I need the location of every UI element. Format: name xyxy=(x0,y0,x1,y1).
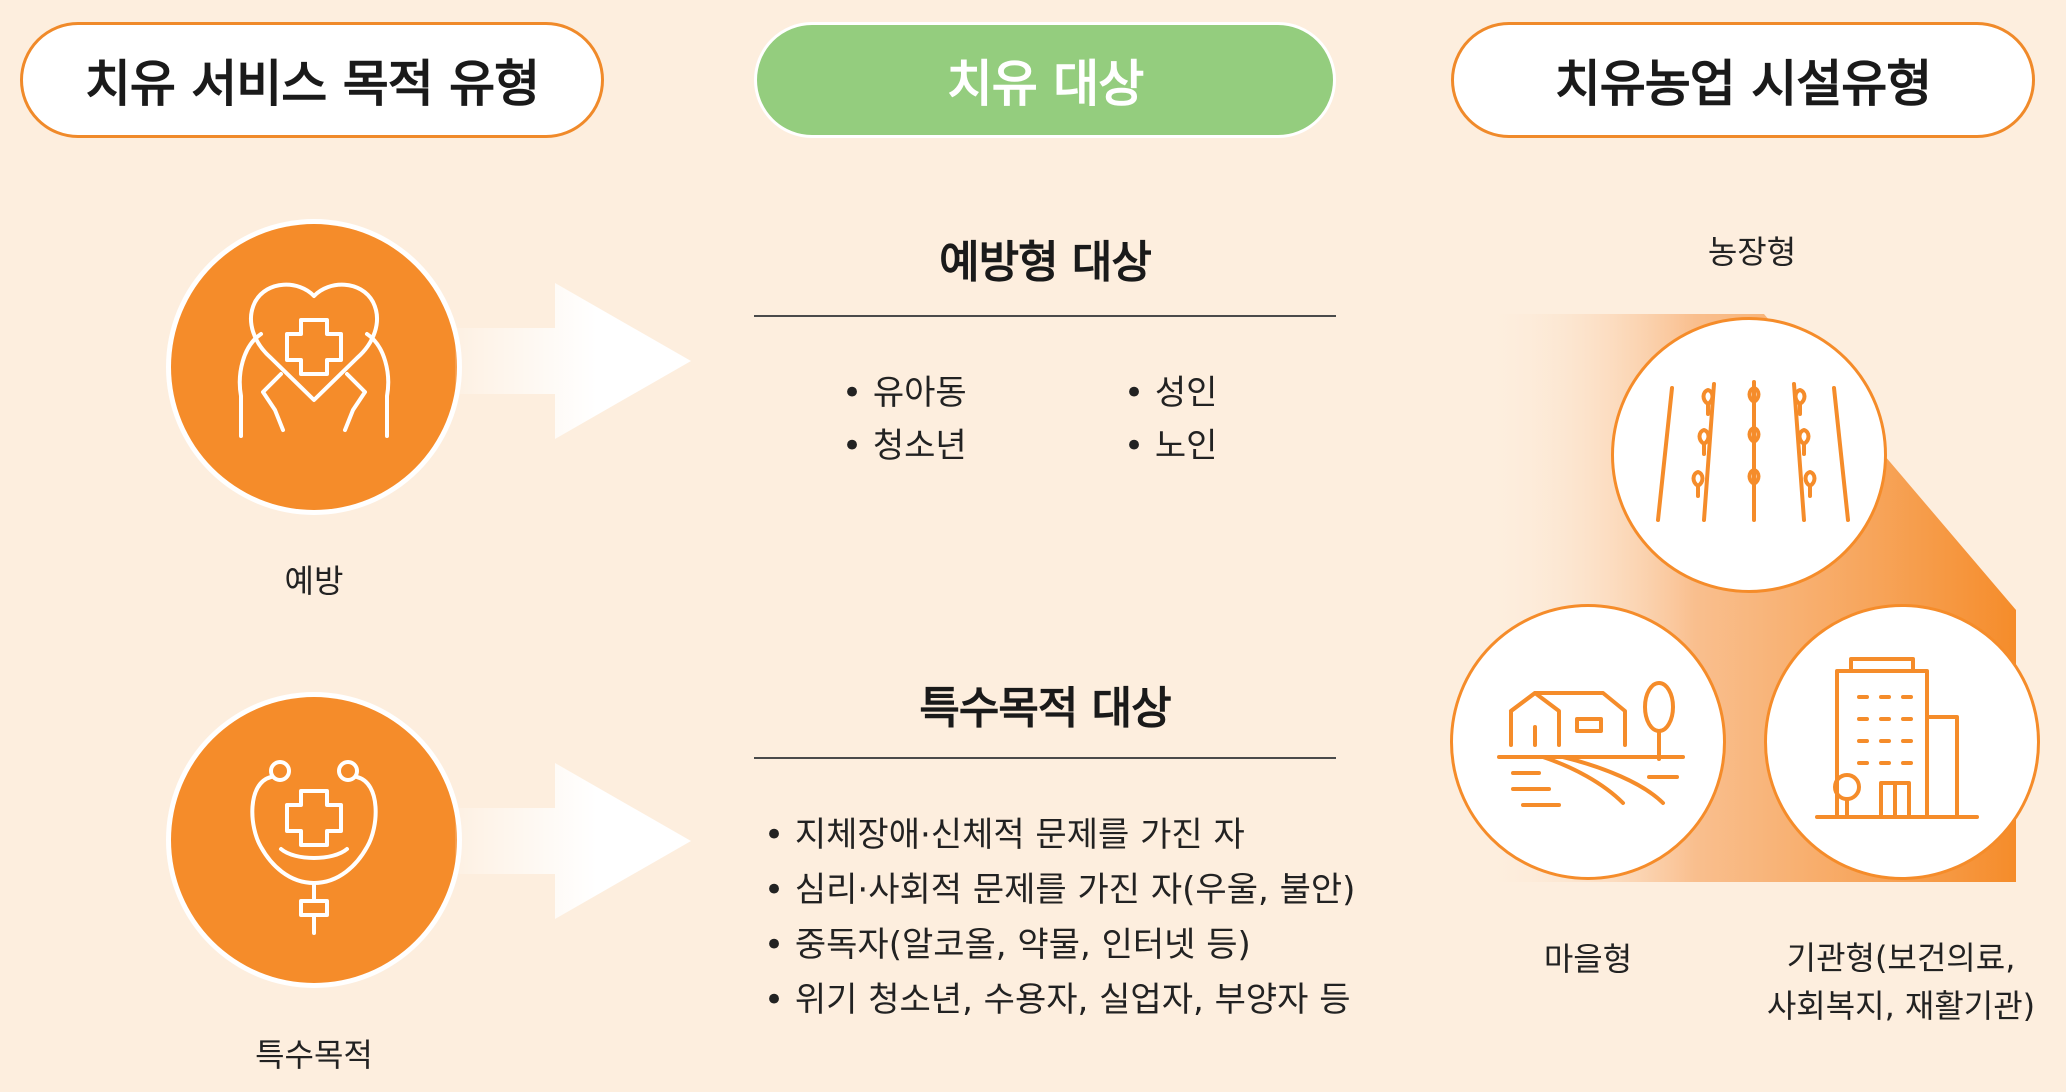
list-item: • 노인 xyxy=(1124,426,1218,466)
institution-type-caption-line2: 사회복지, 재활기관) xyxy=(1766,987,2036,1025)
list-item: • 중독자(알코올, 약물, 인터넷 등) xyxy=(764,925,1251,965)
purpose-type-header-label: 치유 서비스 목적 유형 xyxy=(84,55,540,113)
list-item: • 성인 xyxy=(1124,373,1218,413)
institution-type-caption: 기관형(보건의료, 사회복지, 재활기관) xyxy=(1736,934,2066,1030)
farm-type-circle xyxy=(1611,317,1887,593)
prevention-arrow xyxy=(455,283,691,439)
facility-type-header: 치유농업 시설유형 xyxy=(1451,22,2035,138)
list-item: • 지체장애·신체적 문제를 가진 자 xyxy=(764,815,1245,855)
prevention-caption: 예방 xyxy=(284,562,344,600)
building-icon xyxy=(1815,657,1979,819)
institution-type-caption-line1: 기관형(보건의료, xyxy=(1786,939,2016,977)
special-purpose-caption: 특수목적 xyxy=(255,1036,373,1074)
prevention-target-title: 예방형 대상 xyxy=(939,237,1152,288)
crop-field-icon xyxy=(1656,380,1850,522)
prevention-target-divider xyxy=(754,315,1336,317)
village-type-circle xyxy=(1450,604,1726,880)
special-target-divider xyxy=(754,757,1336,759)
purpose-type-header: 치유 서비스 목적 유형 xyxy=(20,22,604,138)
stethoscope-icon xyxy=(250,760,378,935)
village-house-icon xyxy=(1497,681,1685,807)
special-purpose-icon-circle xyxy=(171,697,457,983)
list-item: • 심리·사회적 문제를 가진 자(우울, 불안) xyxy=(764,870,1356,910)
institution-type-circle xyxy=(1764,604,2040,880)
heart-hands-medical-icon xyxy=(237,282,391,438)
special-purpose-arrow xyxy=(455,763,691,919)
target-header-label: 치유 대상 xyxy=(946,55,1144,113)
village-type-caption: 마을형 xyxy=(1543,940,1633,978)
list-item: • 위기 청소년, 수용자, 실업자, 부양자 등 xyxy=(764,980,1351,1020)
special-target-title: 특수목적 대상 xyxy=(919,683,1171,734)
prevention-icon-circle xyxy=(171,224,457,510)
list-item: • 유아동 xyxy=(842,373,967,413)
farm-type-caption: 농장형 xyxy=(1707,233,1797,271)
target-header: 치유 대상 xyxy=(754,22,1336,138)
facility-type-header-label: 치유농업 시설유형 xyxy=(1554,55,1932,113)
list-item: • 청소년 xyxy=(842,426,967,466)
